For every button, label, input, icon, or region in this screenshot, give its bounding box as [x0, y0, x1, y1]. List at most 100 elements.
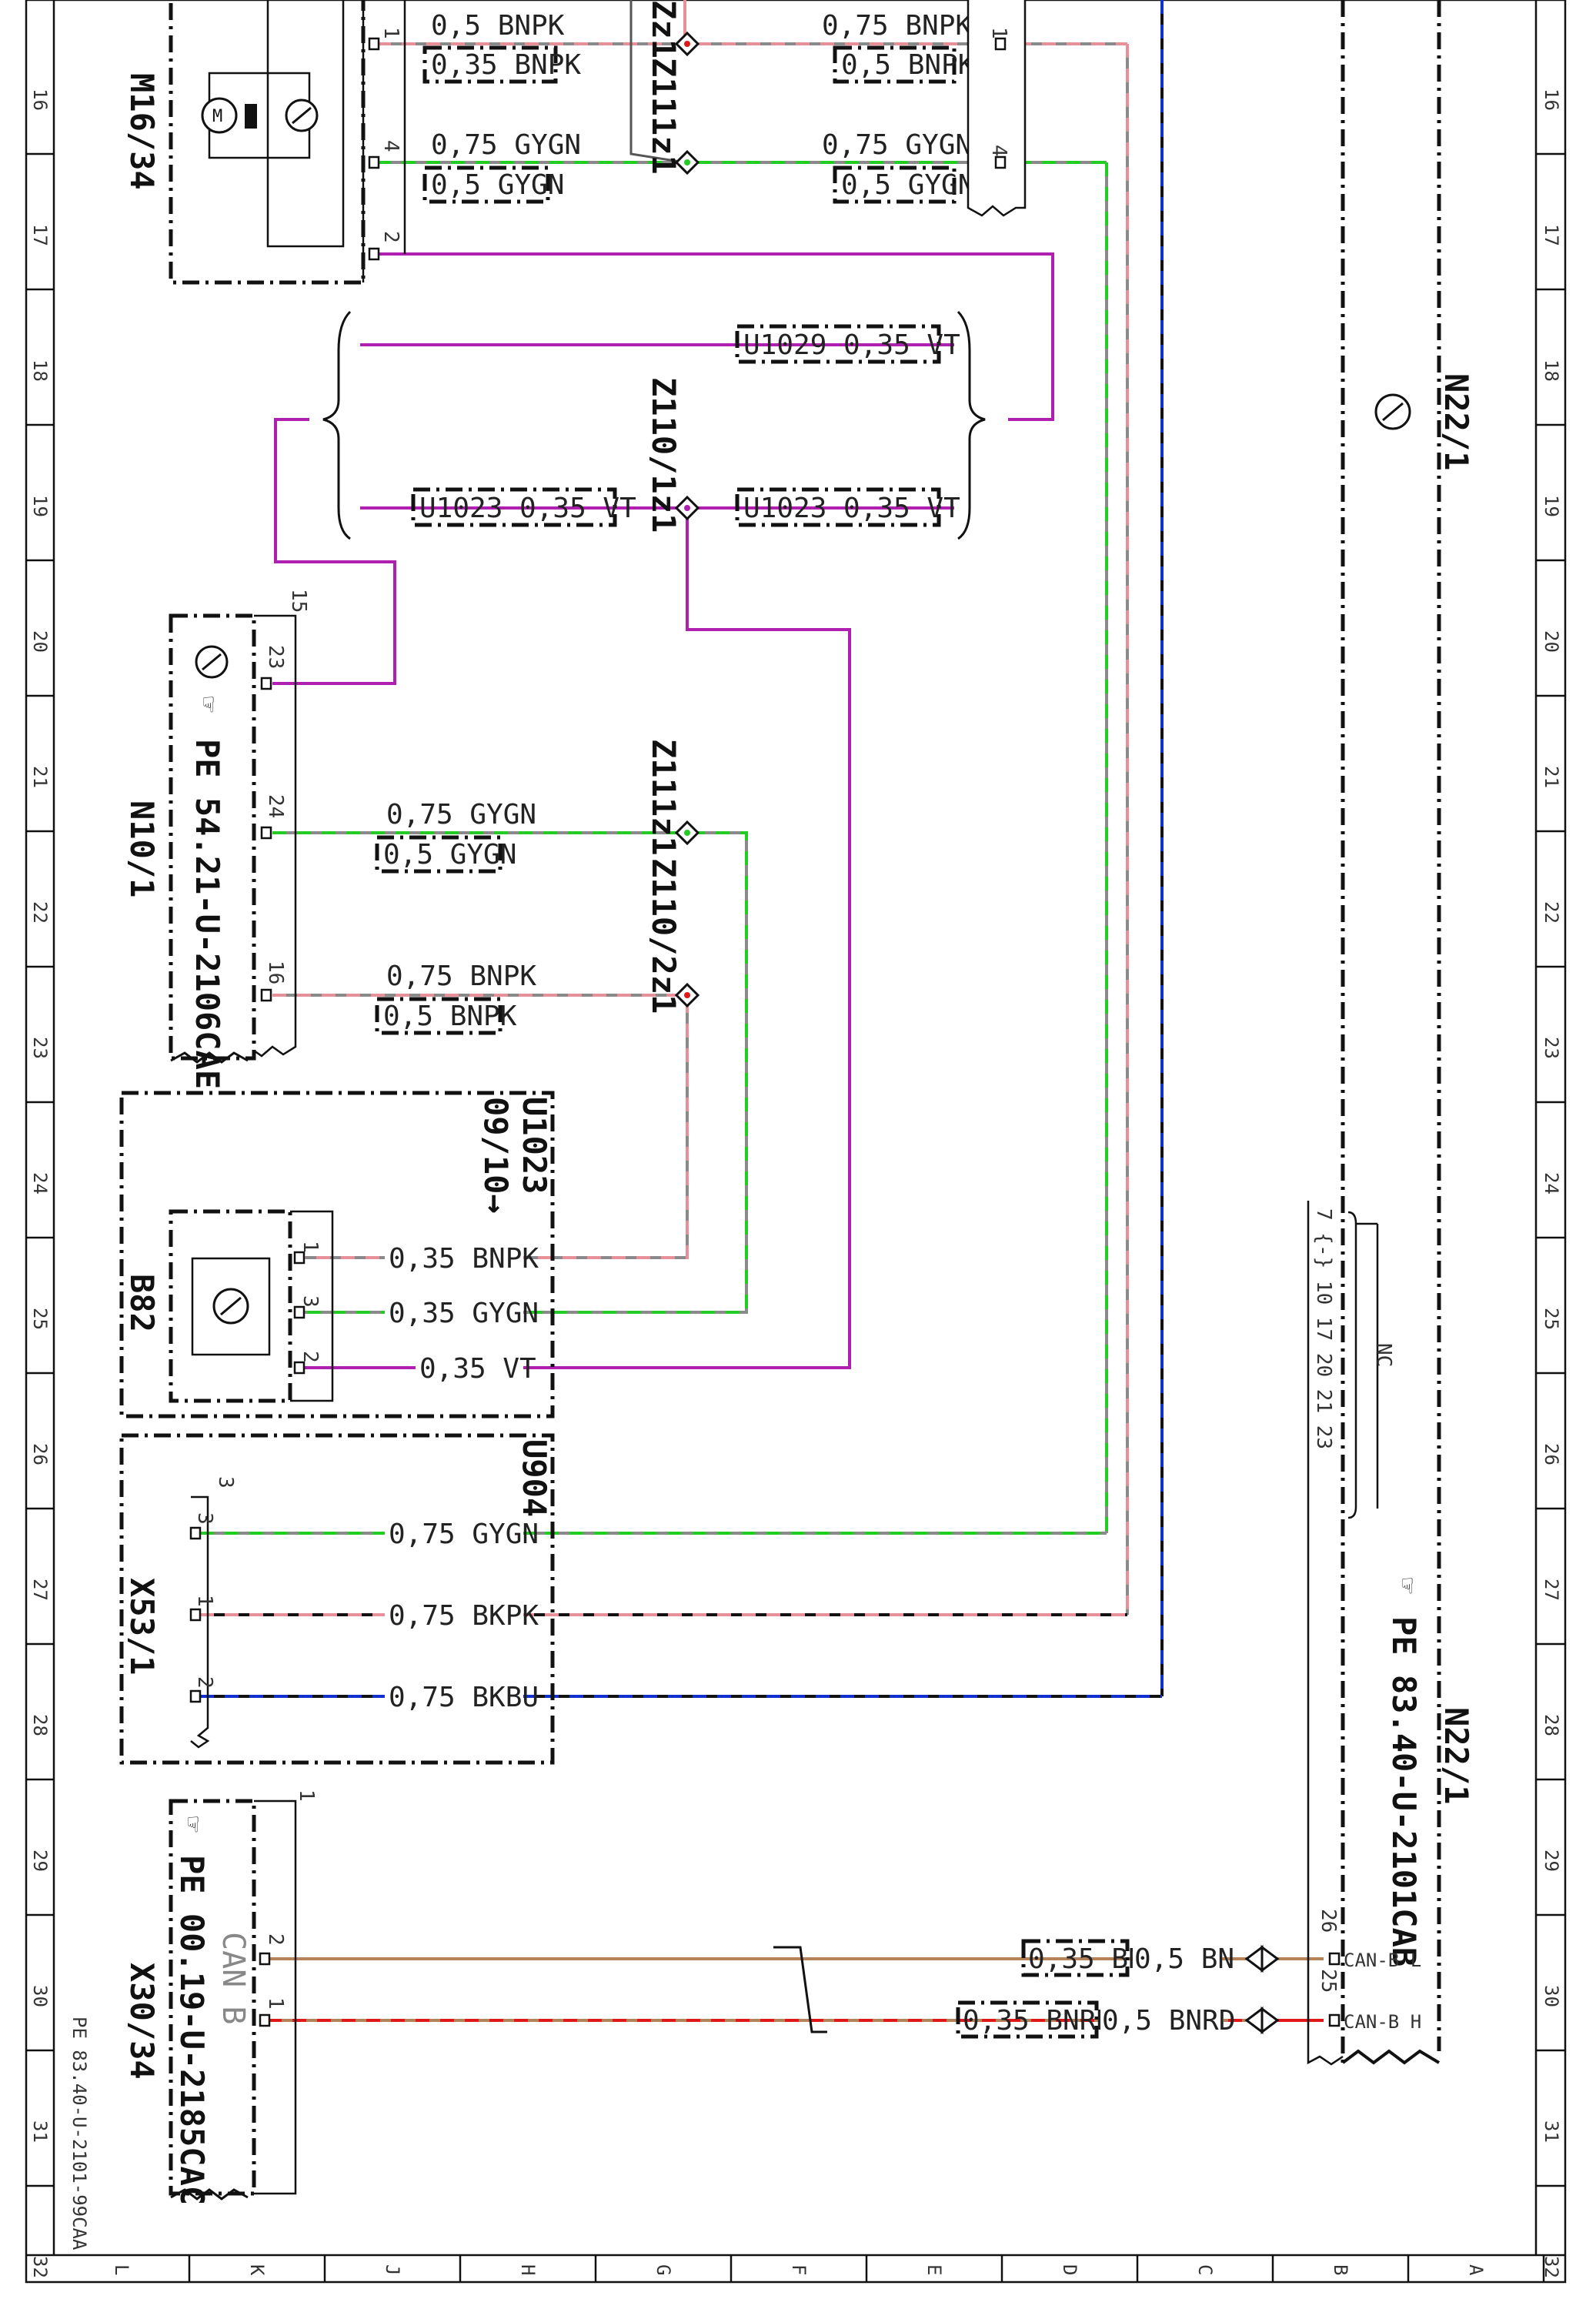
wire-label-m16-1a: 0,5 BNPK [431, 10, 565, 42]
grid-col-label: K [246, 2264, 268, 2276]
b82-boundary [169, 1209, 292, 1403]
wire-label-can-h-b: 0,5 BNRD [1102, 2005, 1235, 2037]
grid-row-label-left: 28 [29, 1714, 51, 1736]
b82-label: B82 [123, 1274, 161, 1332]
grid-col-label: J [382, 2264, 403, 2275]
x53-label: X53/1 [123, 1578, 161, 1675]
grid-row-label-left: 17 [29, 224, 51, 246]
tr-pin-4: 4 [987, 145, 1010, 157]
grid-row-label-right: 20 [1541, 630, 1562, 653]
n10-pin-15: 15 [287, 589, 310, 613]
grid-row-label-right: 29 [1541, 1850, 1562, 1872]
grid-col-label: G [653, 2264, 674, 2275]
tr-pin-1: 1 [987, 27, 1010, 39]
grid-row-label-right: 23 [1541, 1037, 1562, 1059]
wire-label-x53-1: 0,75 BKPK [389, 1600, 539, 1632]
m16-pin-1: 1 [379, 27, 402, 39]
grid-row-label-left: 27 [29, 1579, 51, 1601]
switch-icon [245, 104, 257, 129]
grid-row-label-right: 22 [1541, 901, 1562, 924]
grid-col-label: E [923, 2264, 945, 2275]
wire-label-u1029: U1029 0,35 VT [743, 329, 960, 361]
grid-row-label-left: 20 [29, 630, 51, 653]
wire-label-can-h-a: 0,35 BNRD [963, 2005, 1113, 2037]
grid-row-label-right: 31 [1541, 2120, 1562, 2143]
m16-pin-2: 2 [379, 231, 402, 243]
u1023-boundary [119, 1091, 555, 1418]
wire-label-n10-24b: 0,5 GYGN [383, 839, 516, 870]
grid-col-label: B [1330, 2264, 1351, 2275]
wire-b82-pin2-vt [304, 508, 851, 1369]
x30-pin-1-top: 1 [295, 1789, 318, 1802]
grid-row-label-left: 22 [29, 901, 51, 924]
x53-pin-3-top: 3 [214, 1476, 237, 1489]
grid-col-label: D [1059, 2264, 1080, 2275]
n22-pin-25: 25 [1317, 1969, 1340, 1993]
grid-row-label-left: 18 [29, 359, 51, 382]
splice-label-z110-2z1: Z110/2z1 [645, 858, 683, 1014]
wire-label-can-l-b: 0,5 BN [1134, 1943, 1234, 1975]
wire-label-x53-2: 0,75 BKBU [389, 1682, 539, 1713]
u1023-label: U1023 [516, 1097, 553, 1194]
grid-col-label: A [1465, 2264, 1487, 2276]
wire-label-tr-1a: 0,75 BNPK [822, 10, 972, 42]
splice-labels: Zz1 Z111z1 Z110/1z1 Z111z1 Z110/2z1 [645, 0, 683, 1014]
reference-hand-icon: ☞ [193, 697, 224, 713]
x53-pin-3: 3 [193, 1512, 216, 1525]
wire-label-m16-1b: 0,35 BNPK [431, 49, 581, 81]
grid-row-label-right: 27 [1541, 1579, 1562, 1601]
wire-label-tr-4a: 0,75 GYGN [822, 129, 972, 161]
can-low-bidirectional-arrow [1244, 1945, 1280, 1973]
wire-label-b82-3: 0,35 GYGN [389, 1298, 539, 1329]
x53-pin-2: 2 [193, 1676, 216, 1689]
n10-pin-24: 24 [264, 794, 287, 818]
connector-top-right: 1 4 [967, 0, 1027, 217]
u1023-date: 09/10→ [477, 1097, 515, 1214]
x30-label: X30/34 [123, 1963, 161, 2080]
component-n22-1: N22/1 N22/1 ☞ PE 83.40-U-2101CAB 7 {-} 1… [1307, 0, 1475, 2066]
wire-n10-pin23 [272, 418, 396, 685]
grid-row-label-right: 25 [1541, 1308, 1562, 1330]
n22-label-bottom: N22/1 [1437, 1707, 1475, 1804]
motor-m-glyph: M [212, 107, 222, 126]
grid-row-label-left: 31 [29, 2120, 51, 2143]
n10-boundary [169, 613, 256, 1061]
grid-row-label-left: 30 [29, 1985, 51, 2007]
wire-label-b82-2: 0,35 VT [419, 1353, 536, 1385]
wire-label-u1023-left: U1023 0,35 VT [419, 493, 636, 524]
frame-border [25, 0, 1567, 2284]
wire-label-b82-1: 0,35 BNPK [389, 1243, 539, 1275]
grid-row-label-left: 19 [29, 495, 51, 517]
n10-label: N10/1 [123, 800, 161, 897]
wire-label-n10-24a: 0,75 GYGN [386, 799, 536, 830]
x53-pin-1: 1 [193, 1595, 216, 1607]
grid-row-label-right: 19 [1541, 495, 1562, 517]
n10-wire-labels: 0,75 GYGN 0,5 GYGN 0,75 BNPK 0,5 BNPK [375, 799, 536, 1035]
wire-label-u1023-right: U1023 0,35 VT [743, 493, 960, 524]
grid-row-label-left: 25 [29, 1308, 51, 1330]
component-x30-34: ☞ PE 00.19-U-2185CAC CAN B X30/34 1 2 1 [123, 1789, 318, 2205]
splice-top-bnpk [674, 31, 700, 57]
b82-pin-1: 1 [299, 1241, 322, 1253]
wire-top-splice-gygn-stub [629, 0, 686, 164]
grid-row-label-right: 24 [1541, 1172, 1562, 1195]
wire-n10-pin24 [272, 831, 748, 1314]
x30-pin-1: 1 [264, 1997, 287, 2010]
reference-code: PE 83.40-U-2101-99CAA [68, 2017, 90, 2251]
splice-top-gygn [674, 149, 700, 175]
grid-row-label-right: 18 [1541, 359, 1562, 382]
drawing-frame [25, 0, 1567, 2284]
n22-pin-26: 26 [1317, 1909, 1340, 1933]
m16-pin-4: 4 [379, 140, 402, 152]
wire-label-n10-16b: 0,5 BNPK [383, 1001, 517, 1032]
wire-label-can-l-a: 0,35 BN [1028, 1943, 1145, 1975]
grid-row-label-left: 24 [29, 1172, 51, 1195]
wires-layer [200, 0, 1324, 2033]
grid-row-label-right: 26 [1541, 1443, 1562, 1465]
wire-label-x53-3: 0,75 GYGN [389, 1519, 539, 1550]
splice-z110-2z1 [674, 982, 700, 1008]
splice-z110-1z1 [674, 495, 700, 521]
